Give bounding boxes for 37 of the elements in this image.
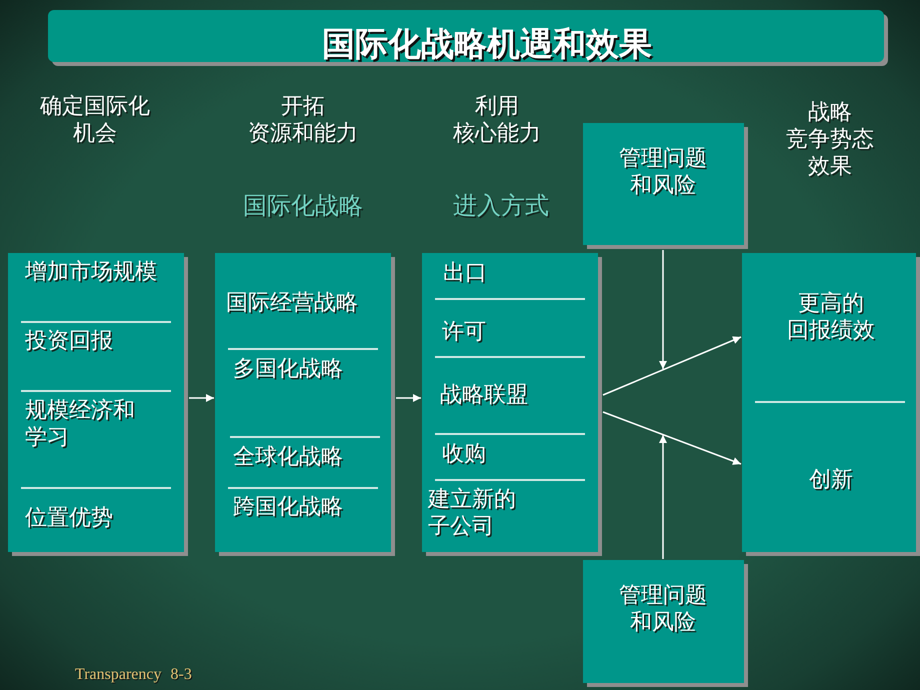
box-text: 投资回报 bbox=[25, 328, 113, 356]
diagram-title: 国际化战略机遇和效果 bbox=[322, 26, 652, 62]
process-box bbox=[742, 253, 920, 556]
box-text: 位置优势 bbox=[25, 506, 113, 532]
process-box bbox=[215, 253, 395, 556]
box-text: 国际经营战略 bbox=[226, 290, 358, 318]
box-text: 更高的回报绩效 bbox=[787, 291, 875, 345]
column-header: 开拓资源和能力 bbox=[248, 94, 358, 148]
arrow bbox=[602, 411, 742, 465]
process-box bbox=[583, 560, 748, 687]
box-text: 管理问题和风险 bbox=[619, 146, 707, 200]
arrow bbox=[396, 394, 421, 402]
box-text: 全球化战略 bbox=[233, 444, 343, 472]
arrow bbox=[659, 250, 667, 369]
box-text: 增加市场规模 bbox=[25, 260, 157, 286]
box-text: 跨国化战略 bbox=[233, 494, 343, 522]
column-subheader: 进入方式 bbox=[453, 191, 549, 221]
box-text: 出口 bbox=[443, 260, 487, 288]
box-text: 收购 bbox=[442, 442, 486, 468]
box-text: 规模经济和学习 bbox=[25, 398, 135, 452]
box-text: 许可 bbox=[442, 320, 486, 346]
column-subheader: 国际化战略 bbox=[243, 191, 363, 221]
box-text: 多国化战略 bbox=[233, 356, 343, 384]
box-text: 创新 bbox=[809, 468, 853, 494]
arrow bbox=[659, 435, 667, 559]
process-box bbox=[8, 253, 188, 556]
column-header: 战略竞争势态效果 bbox=[786, 100, 874, 180]
column-header: 确定国际化机会 bbox=[40, 94, 150, 148]
process-box bbox=[422, 253, 602, 556]
column-header: 利用核心能力 bbox=[453, 94, 541, 148]
arrow bbox=[602, 336, 742, 396]
box-text: 建立新的子公司 bbox=[428, 487, 516, 541]
box-text: 管理问题和风险 bbox=[619, 583, 707, 637]
process-box bbox=[583, 123, 748, 249]
footer-text: Transparency 8-3 bbox=[75, 665, 192, 685]
box-text: 战略联盟 bbox=[440, 382, 528, 410]
arrow bbox=[189, 394, 214, 402]
